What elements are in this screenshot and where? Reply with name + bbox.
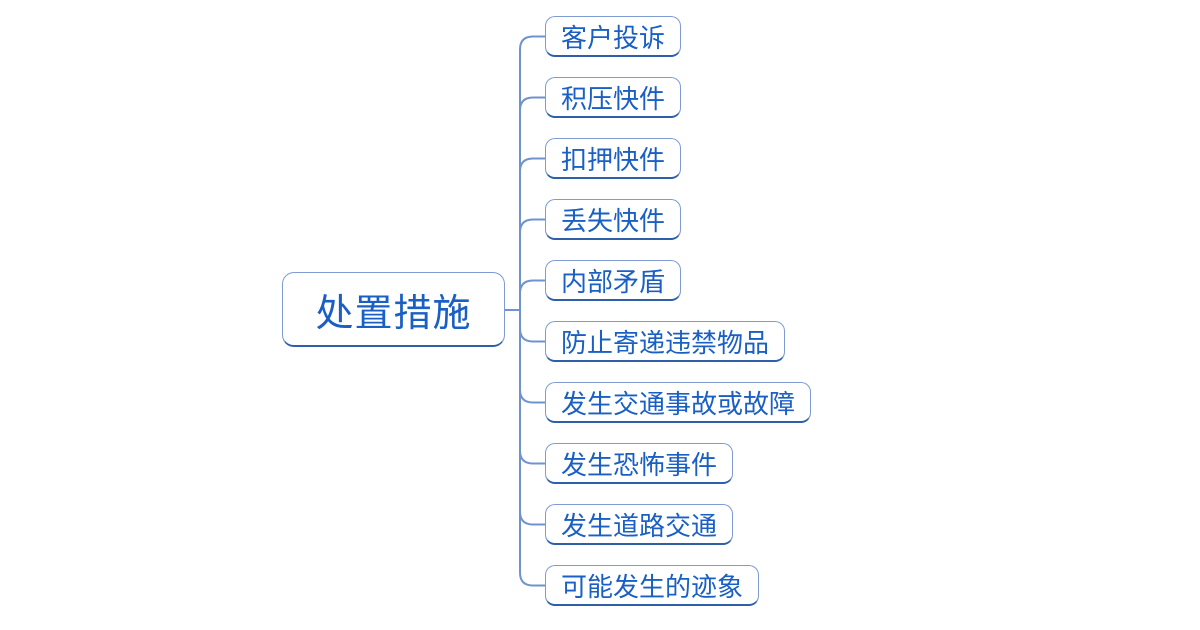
branch-node[interactable]: 发生恐怖事件 xyxy=(545,443,734,484)
branch-node-label: 内部矛盾 xyxy=(561,267,666,297)
branch-node[interactable]: 扣押快件 xyxy=(545,138,682,179)
branch-node-label: 防止寄递违禁物品 xyxy=(561,328,770,358)
branch-node-label: 扣押快件 xyxy=(561,145,666,175)
branch-node-label: 发生交通事故或故障 xyxy=(561,389,796,419)
branch-node[interactable]: 积压快件 xyxy=(545,77,682,118)
branch-node-label: 客户投诉 xyxy=(561,23,666,53)
branch-node-label: 积压快件 xyxy=(561,84,666,114)
branch-node[interactable]: 丢失快件 xyxy=(545,199,682,240)
branch-node[interactable]: 发生交通事故或故障 xyxy=(545,382,812,423)
branch-node[interactable]: 内部矛盾 xyxy=(545,260,682,301)
branch-node[interactable]: 防止寄递违禁物品 xyxy=(545,321,786,362)
root-node-label: 处置措施 xyxy=(315,292,472,335)
branch-node[interactable]: 发生道路交通 xyxy=(545,504,734,545)
branch-node[interactable]: 客户投诉 xyxy=(545,16,682,57)
branch-node-label: 发生恐怖事件 xyxy=(561,450,718,480)
branch-node[interactable]: 可能发生的迹象 xyxy=(545,565,760,606)
branch-node-label: 可能发生的迹象 xyxy=(561,572,744,602)
root-node[interactable]: 处置措施 xyxy=(282,272,505,347)
branch-node-label: 丢失快件 xyxy=(561,206,666,236)
branch-node-label: 发生道路交通 xyxy=(561,511,718,541)
